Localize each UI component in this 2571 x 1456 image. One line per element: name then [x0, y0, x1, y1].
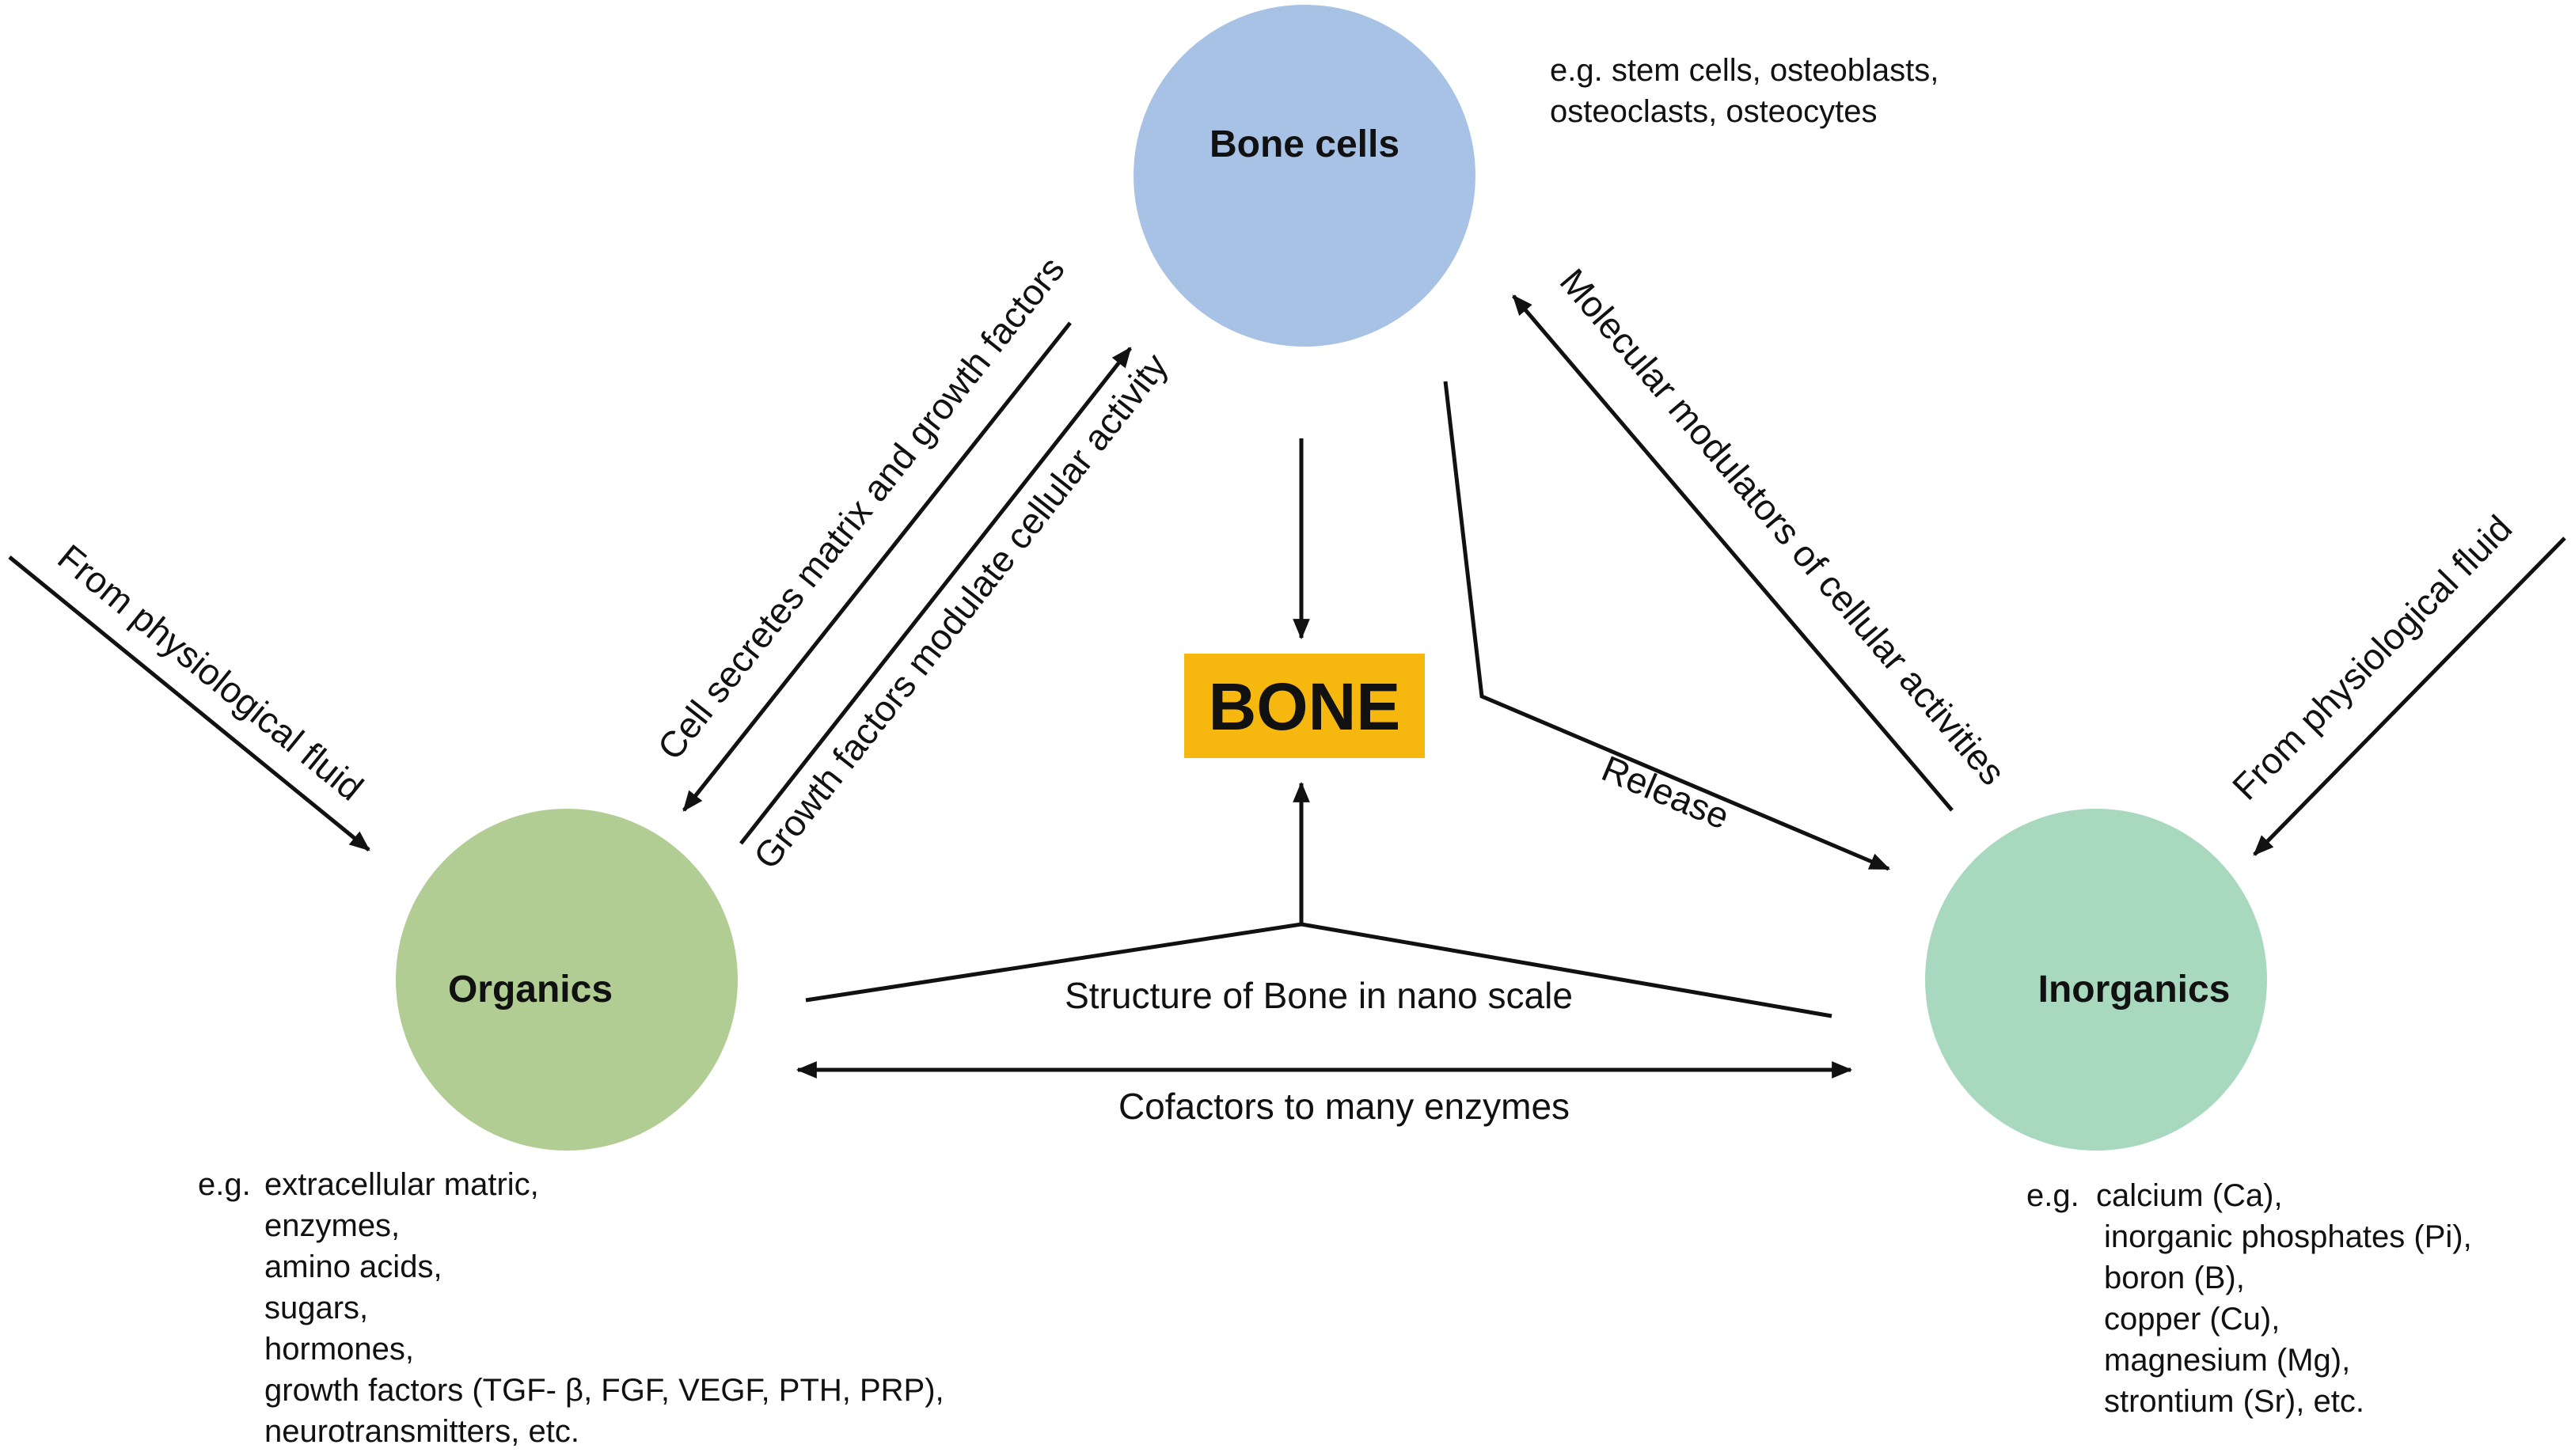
inorganics-example-item: copper (Cu),: [2104, 1302, 2280, 1337]
label-growth-factors: Growth factors modulate cellular activit…: [746, 346, 1176, 877]
label-structure: Structure of Bone in nano scale: [1065, 975, 1573, 1016]
arrow-inorganics-to-bonecells: [1512, 294, 1954, 812]
bone-cells-examples: e.g. stem cells, osteoblasts, osteoclast…: [1550, 53, 1939, 129]
organics-circle: [396, 809, 738, 1151]
bone-box: [1184, 654, 1425, 758]
organics-example-item: hormones,: [264, 1332, 414, 1367]
bone-cells-example-line: e.g. stem cells, osteoblasts,: [1550, 53, 1939, 88]
inorganics-example-item: inorganic phosphates (Pi),: [2104, 1219, 2472, 1254]
arrow-bonecells-to-organics: [682, 321, 1072, 812]
bone-cells-example-line: osteoclasts, osteocytes: [1550, 94, 1878, 129]
inorganics-example-item: boron (B),: [2104, 1261, 2245, 1295]
bone-cells-node: Bone cells: [1134, 5, 1475, 347]
inorganics-example-prefix: e.g.: [2026, 1178, 2079, 1213]
inorganics-label: Inorganics: [2038, 969, 2231, 1010]
arrow-organics-to-bonecells: [739, 347, 1132, 845]
organics-node: Organics: [396, 809, 738, 1151]
organics-example-item: enzymes,: [264, 1208, 400, 1243]
organics-label: Organics: [448, 969, 613, 1010]
inorganics-node: Inorganics: [1925, 809, 2267, 1151]
bone-node: BONE: [1184, 654, 1425, 758]
organics-example-item: extracellular matric,: [264, 1167, 539, 1202]
organics-example-item: amino acids,: [264, 1249, 442, 1284]
bone-cells-label: Bone cells: [1210, 123, 1399, 165]
inorganics-example-item: magnesium (Mg),: [2104, 1343, 2350, 1378]
organics-examples: e.g. extracellular matric, enzymes, amin…: [198, 1167, 944, 1449]
arrow-release: [1443, 381, 1890, 871]
organics-example-item: growth factors (TGF- β, FGF, VEGF, PTH, …: [264, 1373, 944, 1408]
label-from-fluid-right: From physiological fluid: [2224, 507, 2520, 808]
inorganics-examples: e.g. calcium (Ca), inorganic phosphates …: [2026, 1178, 2472, 1419]
organics-example-prefix: e.g.: [198, 1167, 251, 1202]
bone-label: BONE: [1209, 669, 1401, 744]
organics-example-item: neurotransmitters, etc.: [264, 1414, 579, 1449]
arrow-fluid-to-organics: [8, 555, 370, 851]
label-cofactors: Cofactors to many enzymes: [1118, 1086, 1570, 1127]
inorganics-example-item: calcium (Ca),: [2096, 1178, 2283, 1213]
organics-example-item: sugars,: [264, 1291, 368, 1325]
label-from-fluid-left: From physiological fluid: [50, 537, 370, 809]
label-release: Release: [1596, 748, 1735, 837]
inorganics-circle: [1925, 809, 2267, 1151]
label-molecular-modulators: Molecular modulators of cellular activit…: [1552, 260, 2014, 792]
inorganics-example-item: strontium (Sr), etc.: [2104, 1384, 2364, 1419]
bone-cells-circle: [1134, 5, 1475, 347]
arrow-fluid-to-inorganics: [2253, 537, 2566, 856]
